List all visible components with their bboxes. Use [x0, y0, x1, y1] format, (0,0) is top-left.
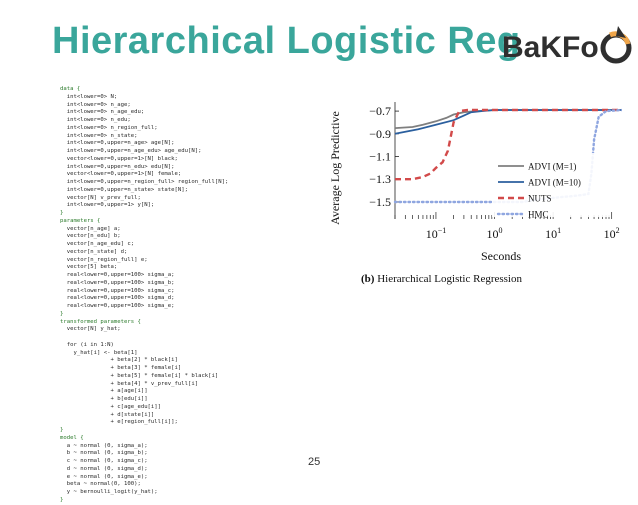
code-line: model {	[60, 434, 84, 441]
code-line: real<lower=0,upper=100> sigma_a;	[60, 272, 175, 278]
code-line: vector[N] y_hat;	[60, 326, 121, 333]
code-line: real<lower=0,upper=100> sigma_c;	[60, 287, 175, 294]
code-line	[60, 334, 360, 342]
series-line-nuts	[395, 108, 622, 181]
code-line: + beta[5] * female[i] * black[i]	[60, 372, 219, 379]
code-line: + b[edu[i]]	[60, 396, 148, 402]
code-line: + a[age[i]]	[60, 388, 148, 395]
code-line: int<lower=0,upper=n_age> age[N];	[60, 140, 175, 147]
code-line: real<lower=0,upper=100> sigma_e;	[60, 303, 175, 309]
code-line: beta ~ normal(0, 100);	[60, 481, 141, 488]
legend-label: HMC	[528, 210, 549, 220]
y-tick-label: −1.5	[369, 195, 391, 209]
code-line: + e[region_full[i]];	[60, 419, 178, 426]
code-line: int<lower=0,upper=n_edu> edu[N];	[60, 163, 175, 170]
code-line: real<lower=0,upper=100> sigma_d;	[60, 295, 175, 302]
legend-label: NUTS	[528, 194, 552, 204]
y-tick-label: −0.7	[369, 104, 391, 118]
y-tick-label: −1.1	[369, 150, 391, 164]
code-line: vector[n_edu] b;	[60, 233, 121, 240]
code-line: real<lower=0,upper=100> sigma_b;	[60, 279, 175, 286]
code-line: e ~ normal (0, sigma_e);	[60, 473, 148, 480]
code-line: vector[n_age] a;	[60, 225, 121, 232]
code-line: int<lower=0,upper=n_age_edu> age_edu[N];	[60, 148, 202, 154]
code-line: }	[60, 427, 64, 433]
code-line: + beta[3] * female[i]	[60, 365, 182, 371]
stan-code-block: data { int<lower=0> N; int<lower=0> n_ag…	[60, 86, 360, 503]
svg-text:BaKFo: BaKFo	[502, 31, 599, 64]
code-line: data {	[60, 86, 81, 92]
chart-legend: ADVI (M=1) ADVI (M=10) NUTS HMC	[492, 153, 610, 220]
y-ticks: −0.7 −0.9 −1.1 −1.3 −1.5	[369, 104, 399, 209]
code-line: + beta[4] * v_prev_full[i]	[60, 380, 199, 387]
code-line: }	[60, 496, 64, 503]
y-tick-label: −0.9	[369, 127, 391, 141]
logo-ring	[600, 26, 632, 64]
code-line: vector[5] beta;	[60, 264, 118, 271]
code-line: int<lower=0> N;	[60, 93, 118, 100]
code-line: y_hat[i] <- beta[1]	[60, 349, 138, 356]
code-line: int<lower=0,upper=1> y[N];	[60, 202, 155, 209]
code-line: y ~ bernoulli_logit(y_hat);	[60, 489, 158, 495]
code-line: vector[N] v_prev_full;	[60, 194, 141, 201]
code-line: vector[n_region_full] e;	[60, 256, 148, 263]
code-line: int<lower=0> n_region_full;	[60, 124, 158, 131]
code-line: transformed parameters {	[60, 318, 141, 325]
line-chart: −0.7 −0.9 −1.1 −1.3 −1.5 10−1 100 101 102 ADVI …	[328, 102, 622, 263]
code-line: b ~ normal (0, sigma_b);	[60, 450, 148, 457]
legend-label: ADVI (M=10)	[528, 178, 581, 188]
legend-label: ADVI (M=1)	[528, 162, 576, 172]
x-tick-label: 100	[487, 226, 503, 241]
chart-caption: (b) Hierarchical Logistic Regression	[361, 273, 522, 285]
code-line: + c[age_edu[i]]	[60, 403, 162, 410]
caption-label: (b)	[361, 273, 375, 285]
x-tick-label: 101	[545, 226, 561, 241]
series-line-advi-m-1	[394, 109, 622, 129]
code-line: int<lower=0,upper=n_state> state[N];	[60, 186, 188, 193]
x-tick-label: 10−1	[426, 226, 447, 241]
code-line: + d[state[i]]	[60, 411, 155, 418]
y-axis-label: Average Log Predictive	[328, 111, 342, 225]
slide-title: Hierarchical Logistic Reg	[52, 20, 521, 62]
code-line: c ~ normal (0, sigma_c);	[60, 458, 148, 464]
code-line: + beta[2] * black[i]	[60, 357, 178, 364]
code-line: for (i in 1:N)	[60, 341, 114, 348]
code-line: vector<lower=0,upper=1>[N] black;	[60, 155, 178, 162]
code-line: int<lower=0> n_age_edu;	[60, 109, 145, 116]
code-line: int<lower=0> n_age;	[60, 101, 131, 108]
x-axis-label: Seconds	[481, 249, 521, 263]
page-number: 25	[308, 456, 321, 468]
code-line: int<lower=0> n_state;	[60, 132, 138, 139]
x-tick-label: 102	[604, 226, 620, 241]
code-line: vector[n_state] d;	[60, 248, 128, 255]
caption-text: Hierarchical Logistic Regression	[377, 273, 522, 285]
code-line: int<lower=0,upper=n_region_full> region_…	[60, 179, 229, 185]
code-line: int<lower=0> n_edu;	[60, 117, 131, 123]
bakfo-logo: BaKFo	[502, 26, 632, 64]
series-line-advi-m-10	[394, 109, 622, 135]
code-line: }	[60, 210, 64, 216]
code-line: vector[n_age_edu] c;	[60, 241, 135, 247]
code-line: vector<lower=0,upper=1>[N] female;	[60, 171, 182, 178]
logo-wordmark: BaKFo	[502, 31, 599, 64]
y-tick-label: −1.3	[369, 172, 391, 186]
code-line: d ~ normal (0, sigma_d);	[60, 465, 148, 472]
code-line: }	[60, 310, 64, 317]
code-line: parameters {	[60, 217, 101, 224]
legend-box	[492, 153, 610, 217]
code-line: a ~ normal (0, sigma_a);	[60, 442, 148, 449]
